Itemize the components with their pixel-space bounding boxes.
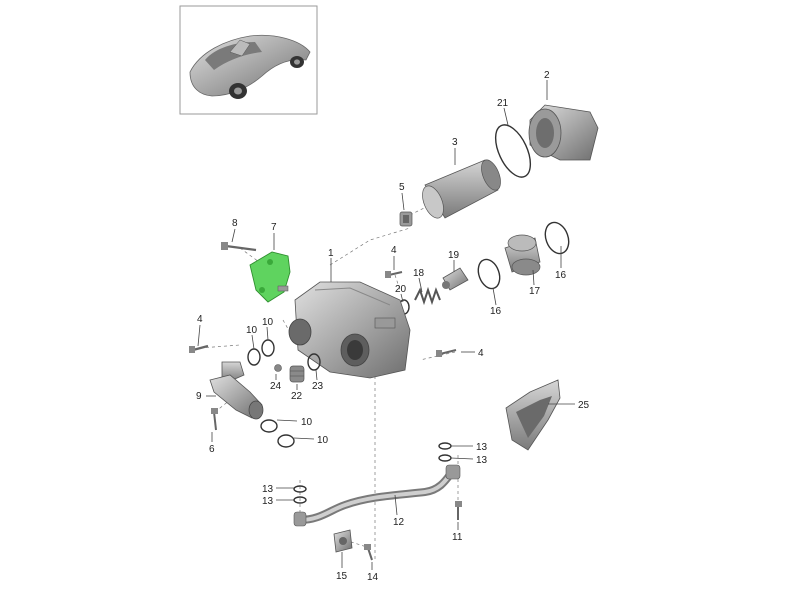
part-4-bolt-middle[interactable] [385,271,403,278]
label-part-10-d[interactable]: 10 [317,435,329,446]
label-part-15[interactable]: 15 [336,571,348,582]
part-15-clamp[interactable] [333,529,353,553]
label-part-17[interactable]: 17 [529,286,541,297]
label-part-2[interactable]: 2 [544,70,550,81]
vehicle-thumbnail[interactable] [179,5,318,115]
label-part-8[interactable]: 8 [232,218,238,229]
label-part-25[interactable]: 25 [578,400,590,411]
part-24-plug[interactable] [274,364,282,372]
part-3-filter-element[interactable] [418,157,504,221]
label-part-23[interactable]: 23 [312,381,324,392]
label-part-10-b[interactable]: 10 [262,317,274,328]
label-part-18[interactable]: 18 [413,268,425,279]
label-part-9[interactable]: 9 [196,391,202,402]
part-10-ring-c[interactable] [260,419,278,433]
part-14-bolt[interactable] [364,544,373,561]
label-part-10-c[interactable]: 10 [301,417,313,428]
label-part-13-c[interactable]: 13 [262,484,274,495]
part-9-hose-elbow[interactable] [209,361,264,420]
part-8-bolt[interactable] [221,242,257,252]
label-part-19[interactable]: 19 [448,250,460,261]
label-part-13-d[interactable]: 13 [262,496,274,507]
part-16-ring-lower[interactable] [474,256,503,291]
part-23-ring[interactable] [307,353,321,371]
label-part-16-upper[interactable]: 16 [555,270,567,281]
part-2-filter-cap[interactable] [528,104,599,161]
label-part-5[interactable]: 5 [399,182,405,193]
part-13-ring-c[interactable] [293,485,307,493]
part-1-main-housing[interactable] [288,281,411,379]
part-4-bolt-left[interactable] [189,344,209,353]
part-22-filter-screen[interactable] [289,365,305,383]
part-17-sleeve[interactable] [504,234,541,276]
part-13-ring-a[interactable] [438,442,452,450]
part-10-ring-b[interactable] [261,339,275,357]
part-5-fitting[interactable] [399,211,413,227]
part-18-spring[interactable] [414,286,441,306]
part-number-labels: 2 21 3 5 7 8 1 4 19 18 20 16 17 16 4 4 1… [196,70,590,583]
label-part-12[interactable]: 12 [393,517,405,528]
label-part-13-b[interactable]: 13 [476,455,488,466]
part-11-screw[interactable] [455,501,462,520]
part-12-oil-pipe[interactable] [293,464,461,527]
part-16-ring-upper[interactable] [541,219,573,257]
part-25-shield[interactable] [505,379,561,451]
part-10-ring-d[interactable] [277,434,295,448]
part-13-ring-b[interactable] [438,454,452,462]
car-image [189,34,311,99]
label-part-7[interactable]: 7 [271,222,277,233]
label-part-22[interactable]: 22 [291,391,303,402]
part-10-ring-a[interactable] [247,348,261,366]
part-7-cover-highlighted[interactable] [249,251,291,303]
label-part-20[interactable]: 20 [395,284,407,295]
leader-lines [197,80,575,570]
label-part-16-lower[interactable]: 16 [490,306,502,317]
part-19-valve[interactable] [442,267,469,291]
label-part-11[interactable]: 11 [452,532,463,543]
label-part-4-right[interactable]: 4 [478,348,484,359]
label-part-3[interactable]: 3 [452,137,458,148]
label-part-10-a[interactable]: 10 [246,325,258,336]
label-part-21[interactable]: 21 [497,98,509,109]
label-part-13-a[interactable]: 13 [476,442,488,453]
label-part-1[interactable]: 1 [328,248,334,259]
label-part-4-middle[interactable]: 4 [391,245,397,256]
part-4-bolt-right[interactable] [436,349,457,357]
label-part-6[interactable]: 6 [209,444,215,455]
part-6-screw[interactable] [211,408,218,431]
label-part-4-left[interactable]: 4 [197,314,203,325]
part-21-o-ring[interactable] [488,120,537,183]
label-part-14[interactable]: 14 [367,572,379,583]
label-part-24[interactable]: 24 [270,381,282,392]
